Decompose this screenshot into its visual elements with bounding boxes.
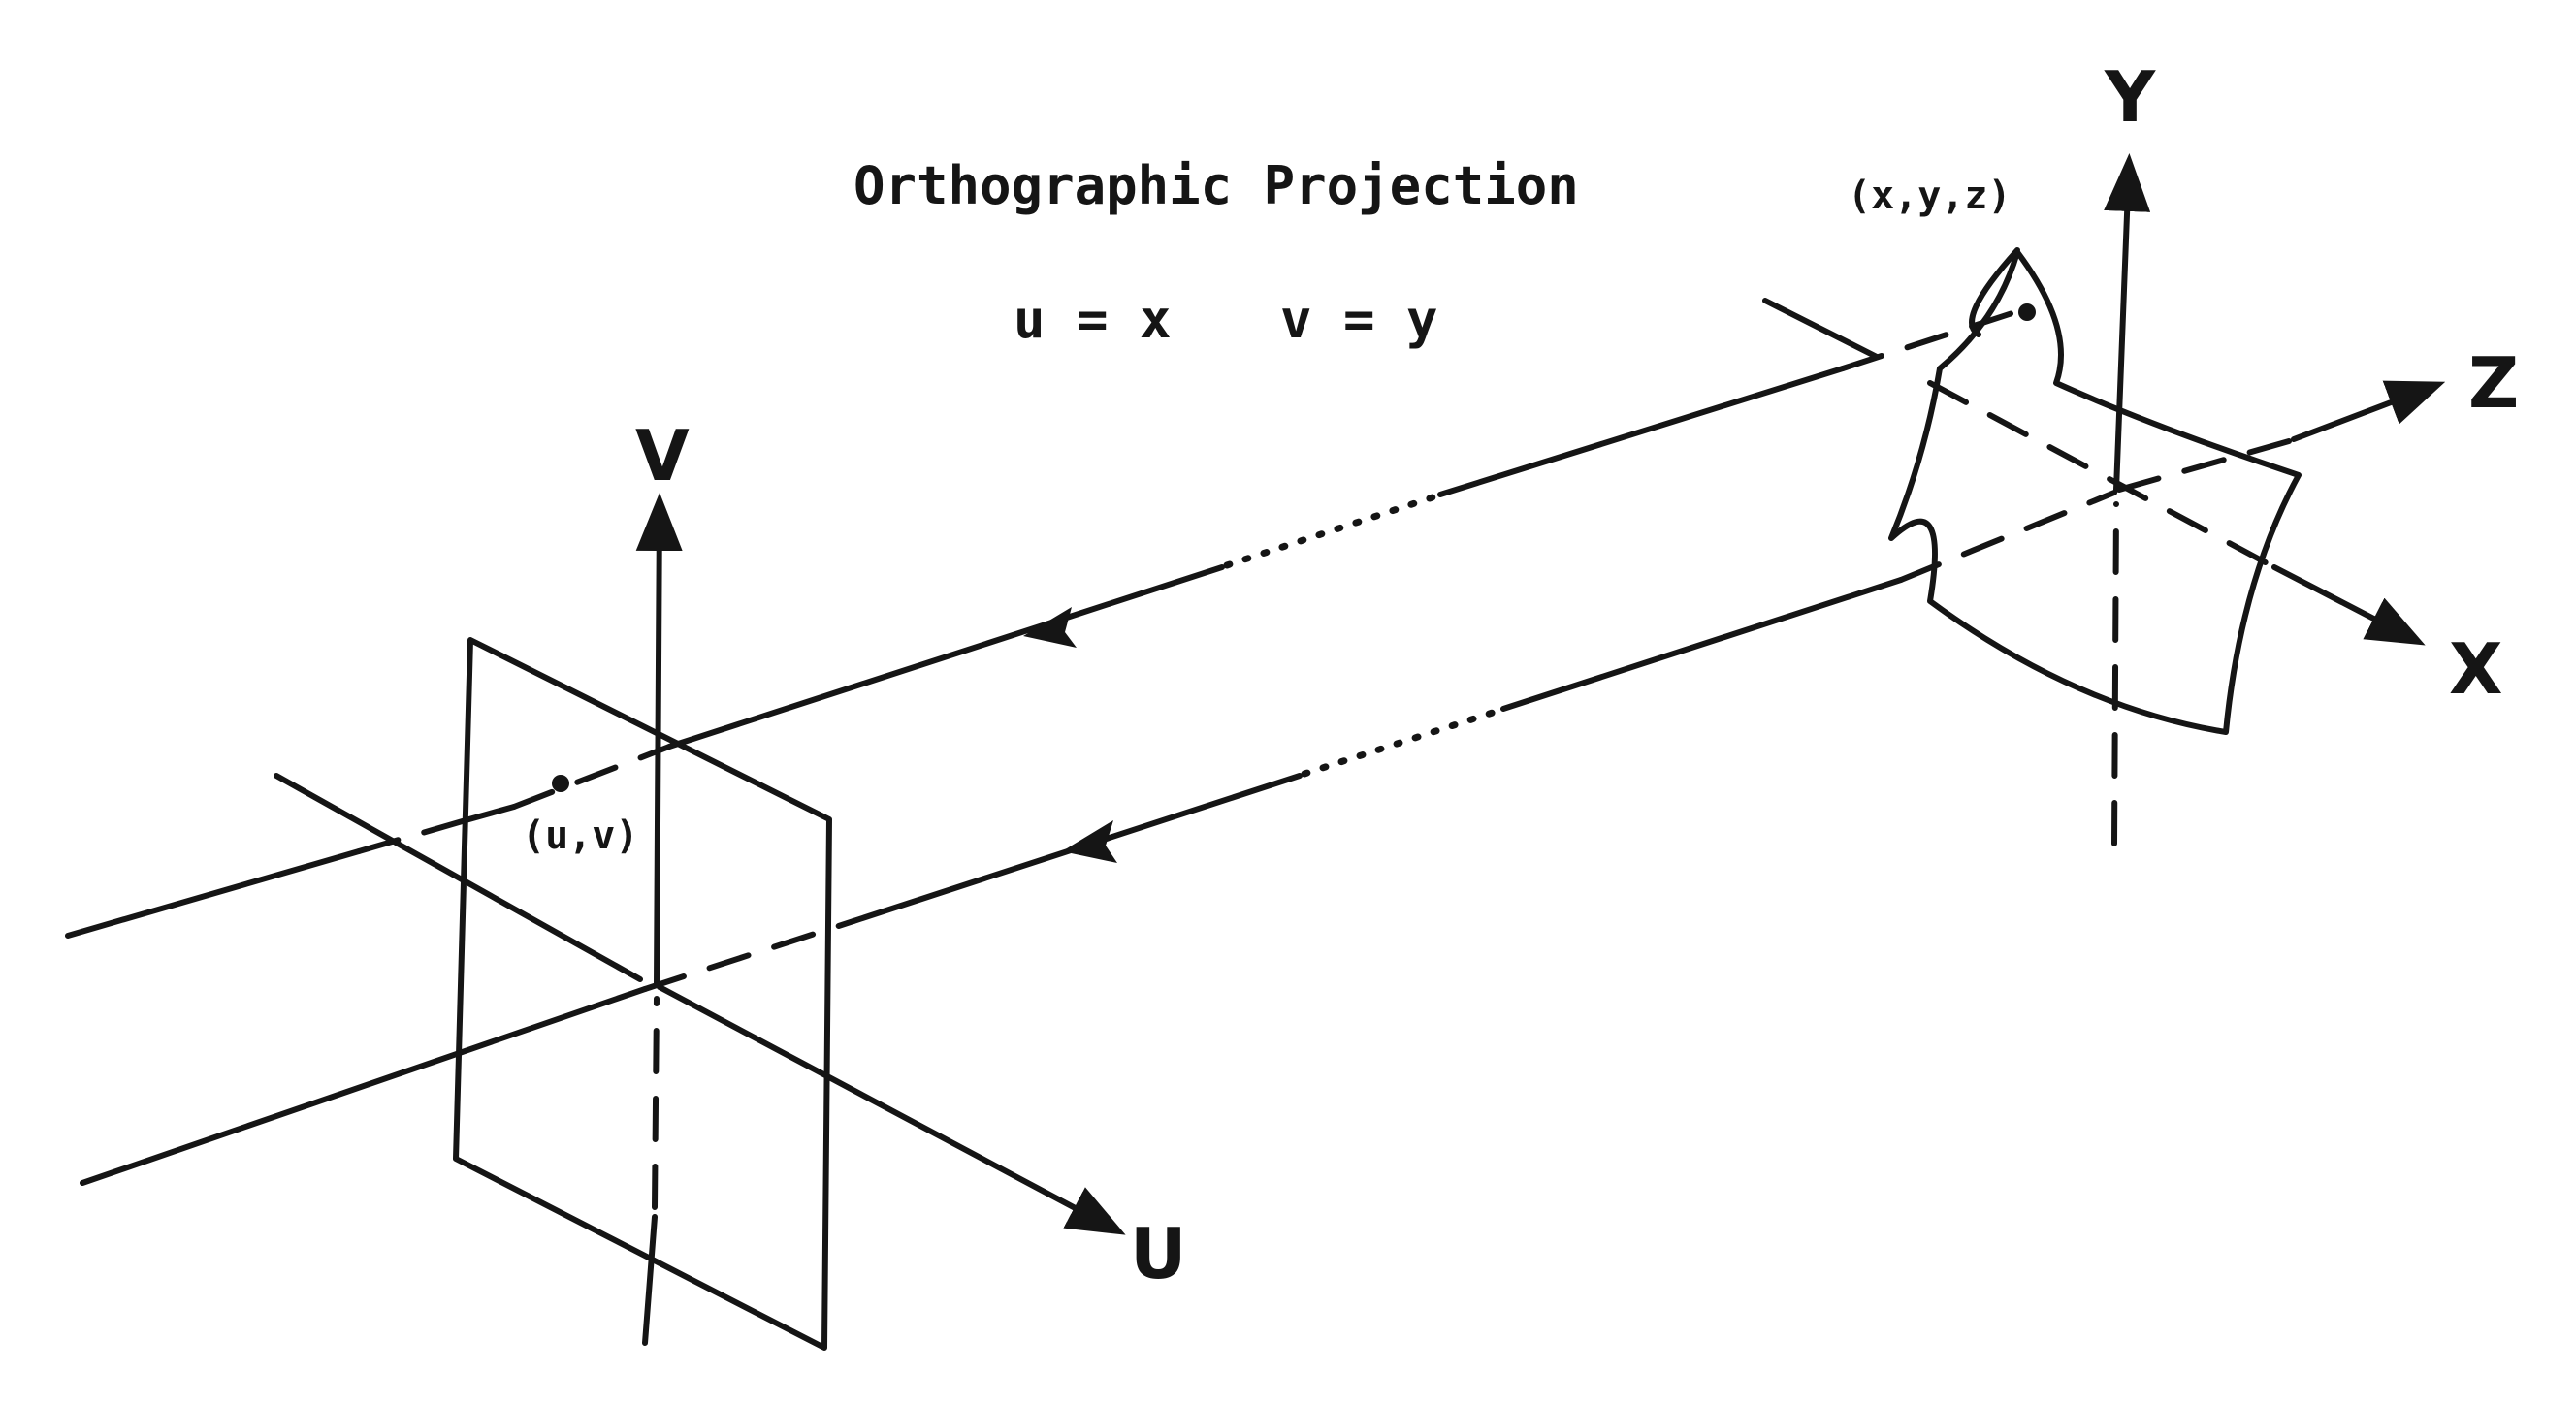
z-axis-label: Z — [2468, 342, 2519, 424]
projection-arrow-upper — [1023, 607, 1077, 648]
u-axis-label: U — [1130, 1213, 1186, 1294]
object-point-label: (x,y,z) — [1848, 174, 2012, 218]
image-point-label: (u,v) — [522, 814, 638, 858]
diagram-title: Orthographic Projection — [853, 155, 1579, 216]
v-axis — [642, 1214, 658, 1346]
equation-u: u = x — [1014, 289, 1172, 350]
equation-v: v = y — [1280, 289, 1438, 350]
y-axis-label: Y — [2104, 56, 2156, 138]
x-axis — [2271, 564, 2426, 646]
image-plane — [453, 637, 832, 1351]
v-axis-label: V — [635, 415, 690, 496]
u-axis — [657, 984, 1126, 1235]
x-axis-label: X — [2449, 628, 2503, 710]
object-point — [2018, 303, 2036, 321]
z-axis — [2291, 380, 2446, 442]
projection-ray-upper — [65, 848, 362, 939]
y-axis — [2104, 153, 2151, 493]
projection-arrow-lower — [1062, 820, 1117, 863]
curved-object-surface — [1888, 249, 2302, 735]
projection-ray-lower — [80, 986, 648, 1186]
image-point — [552, 775, 569, 792]
